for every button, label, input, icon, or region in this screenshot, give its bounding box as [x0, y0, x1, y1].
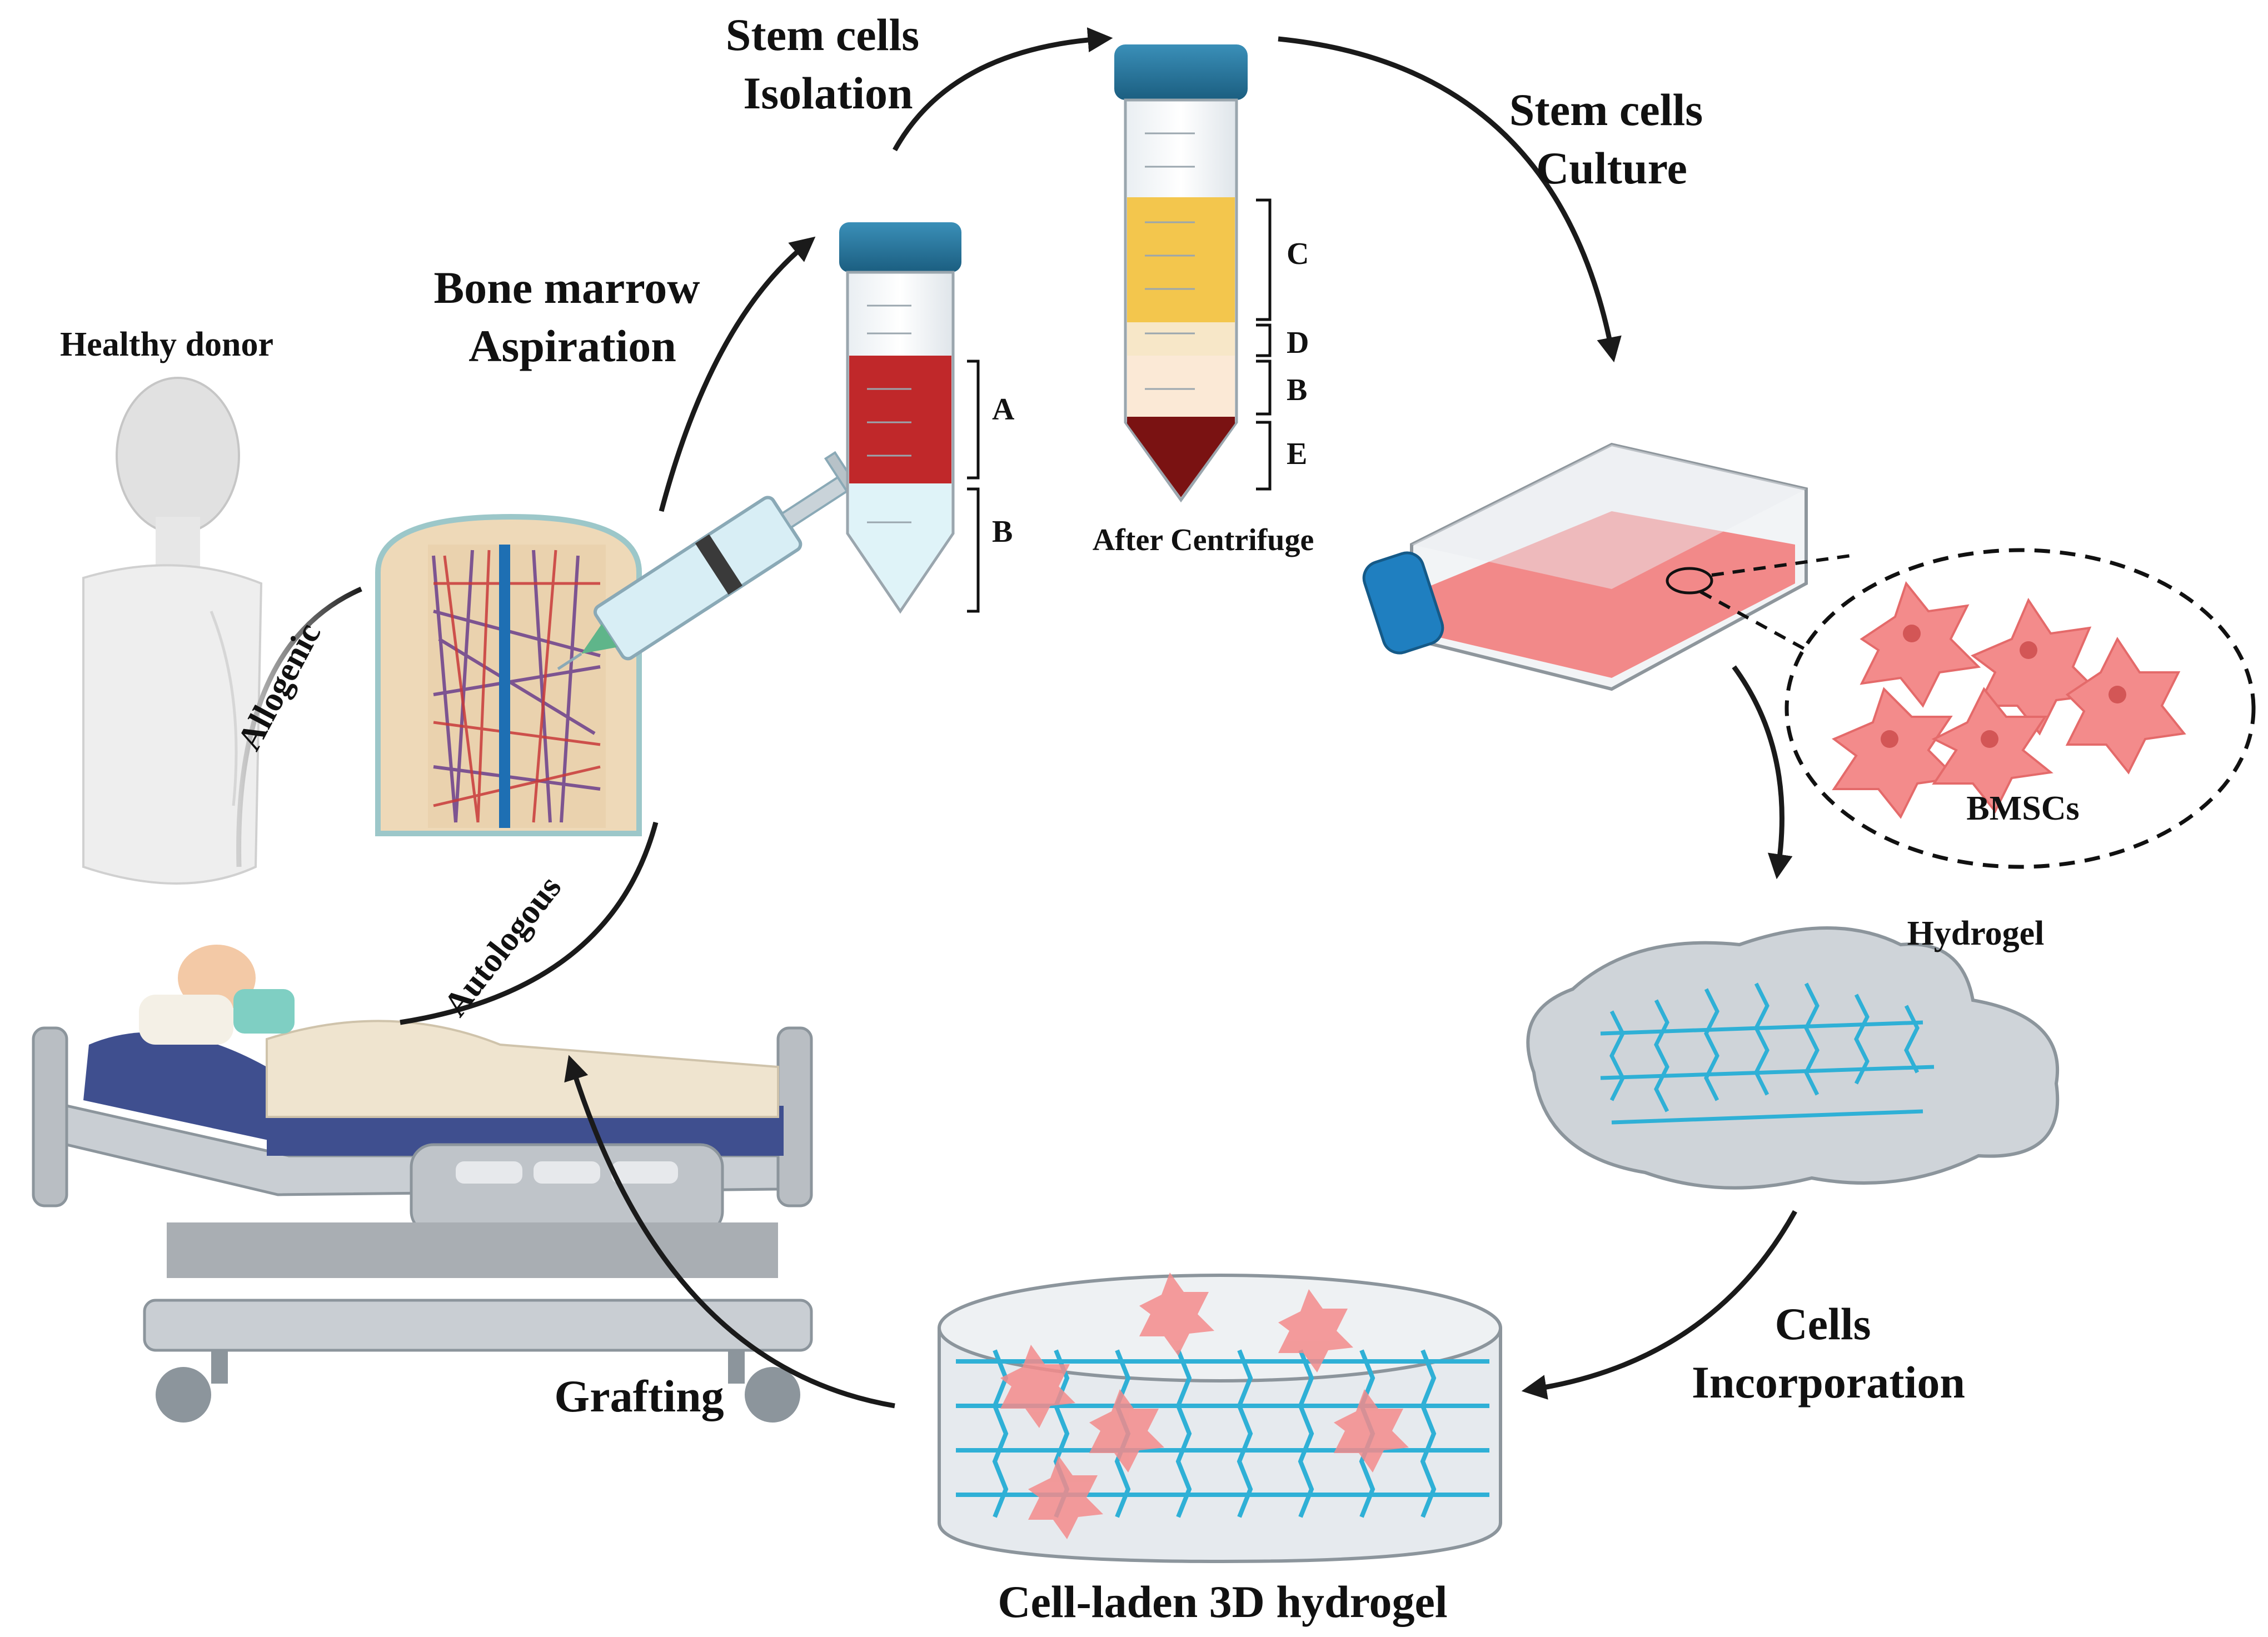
- arrow-aspiration: [659, 236, 816, 512]
- arrow-allogenic: [236, 586, 362, 867]
- hydrogel-blob: [1526, 926, 2060, 1190]
- syringe: [557, 451, 870, 670]
- patient-bed: [32, 945, 813, 1423]
- tube1-brackets: [967, 360, 980, 613]
- culture-label-1: Stem cells: [1509, 84, 1703, 135]
- arrow-isolation: [893, 27, 1113, 152]
- tube2-layer-c: C: [1287, 237, 1309, 271]
- cell-laden-label: Cell-laden 3D hydrogel: [998, 1576, 1447, 1627]
- zoom-circle: [1666, 567, 1713, 595]
- incorporation-label-1: Cells: [1774, 1299, 1871, 1349]
- after-centrifuge-label: After Centrifuge: [1093, 523, 1314, 557]
- culture-label-2: Culture: [1536, 143, 1687, 193]
- hydrogel-label: Hydrogel: [1907, 915, 2045, 952]
- tube2-layer-b: B: [1287, 373, 1307, 407]
- tube-after-centrifuge: [1114, 44, 1248, 503]
- tube2-brackets: [1256, 198, 1272, 491]
- tube2-layer-e: E: [1287, 437, 1307, 471]
- tube2-layer-d: D: [1287, 326, 1309, 360]
- arrow-culture: [1278, 36, 1622, 363]
- arrow-to-hydrogel: [1732, 665, 1793, 880]
- zoom-line-top: [1711, 554, 1851, 577]
- bone-marrow-section: [375, 513, 642, 836]
- healthy-donor-figure: [82, 377, 263, 885]
- culture-flask: [1362, 442, 1808, 691]
- bmscs-label: BMSCs: [1966, 790, 2079, 827]
- tube-before-centrifuge: [839, 222, 961, 614]
- bmsc-cells: [1832, 581, 2186, 819]
- autologous-label: Autologous: [436, 869, 569, 1024]
- bone-marrow-label-2: Aspiration: [468, 321, 676, 371]
- arrow-autologous: [400, 821, 659, 1025]
- incorporation-label-2: Incorporation: [1692, 1357, 1965, 1408]
- arrow-grafting: [564, 1055, 895, 1409]
- tube1-layer-b: B: [992, 515, 1013, 549]
- bone-marrow-label-1: Bone marrow: [433, 262, 700, 313]
- arrow-incorporation: [1521, 1210, 1797, 1400]
- cell-laden-hydrogel: [938, 1272, 1502, 1564]
- isolation-label-2: Isolation: [743, 68, 913, 118]
- grafting-label: Grafting: [554, 1371, 724, 1421]
- tube1-layer-a: A: [992, 392, 1015, 427]
- healthy-donor-label: Healthy donor: [60, 326, 273, 363]
- isolation-label-1: Stem cells: [726, 9, 919, 60]
